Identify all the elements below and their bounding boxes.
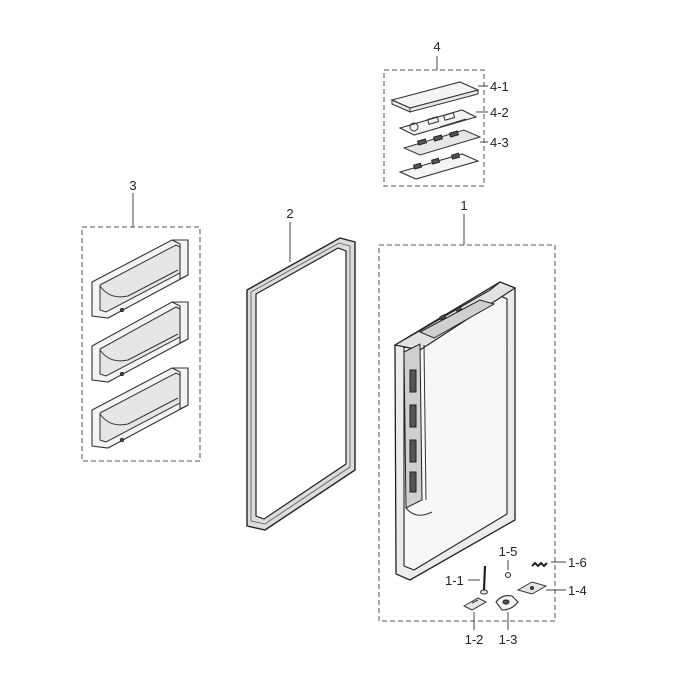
door-gasket [246,237,356,531]
group-1-door-assembly: 1 1-1 [378,198,587,647]
label-1-3: 1-3 [499,632,518,647]
label-4-3: 4-3 [490,135,509,150]
label-4-1: 4-1 [490,79,509,94]
part-1-6-spring [531,561,548,568]
label-1-2: 1-2 [465,632,484,647]
label-4: 4 [433,39,440,54]
label-1: 1 [460,198,467,213]
label-1-5: 1-5 [499,544,518,559]
group-4-boundary [383,69,485,187]
part-1-2-cap [462,597,488,611]
label-3: 3 [129,178,136,193]
refrigerator-door [393,281,517,581]
label-1-6: 1-6 [568,555,587,570]
part-1-3-hinge-cover [495,595,519,611]
part-1-4-hinge-bracket [516,581,548,595]
door-bin-bottom [91,367,189,449]
label-1-1: 1-1 [445,573,464,588]
group-3-boundary [81,226,201,462]
label-1-4: 1-4 [568,583,587,598]
part-4-2-display-film [398,109,478,136]
group-1-boundary [378,244,556,622]
group-3-door-bins: 3 [81,178,201,462]
part-1-5-washer [504,571,512,579]
group-4-control-panel: 4 4-1 4-2 4-3 [383,39,509,187]
part-1-1-hinge-pin [480,565,488,595]
label-2: 2 [286,206,293,221]
group-2-door-gasket: 2 [246,206,356,531]
label-4-2: 4-2 [490,105,509,120]
door-bin-middle [91,301,189,383]
part-4-1-cover [390,81,480,113]
part-4-3-pcb [398,129,482,180]
door-bin-top [91,239,189,319]
